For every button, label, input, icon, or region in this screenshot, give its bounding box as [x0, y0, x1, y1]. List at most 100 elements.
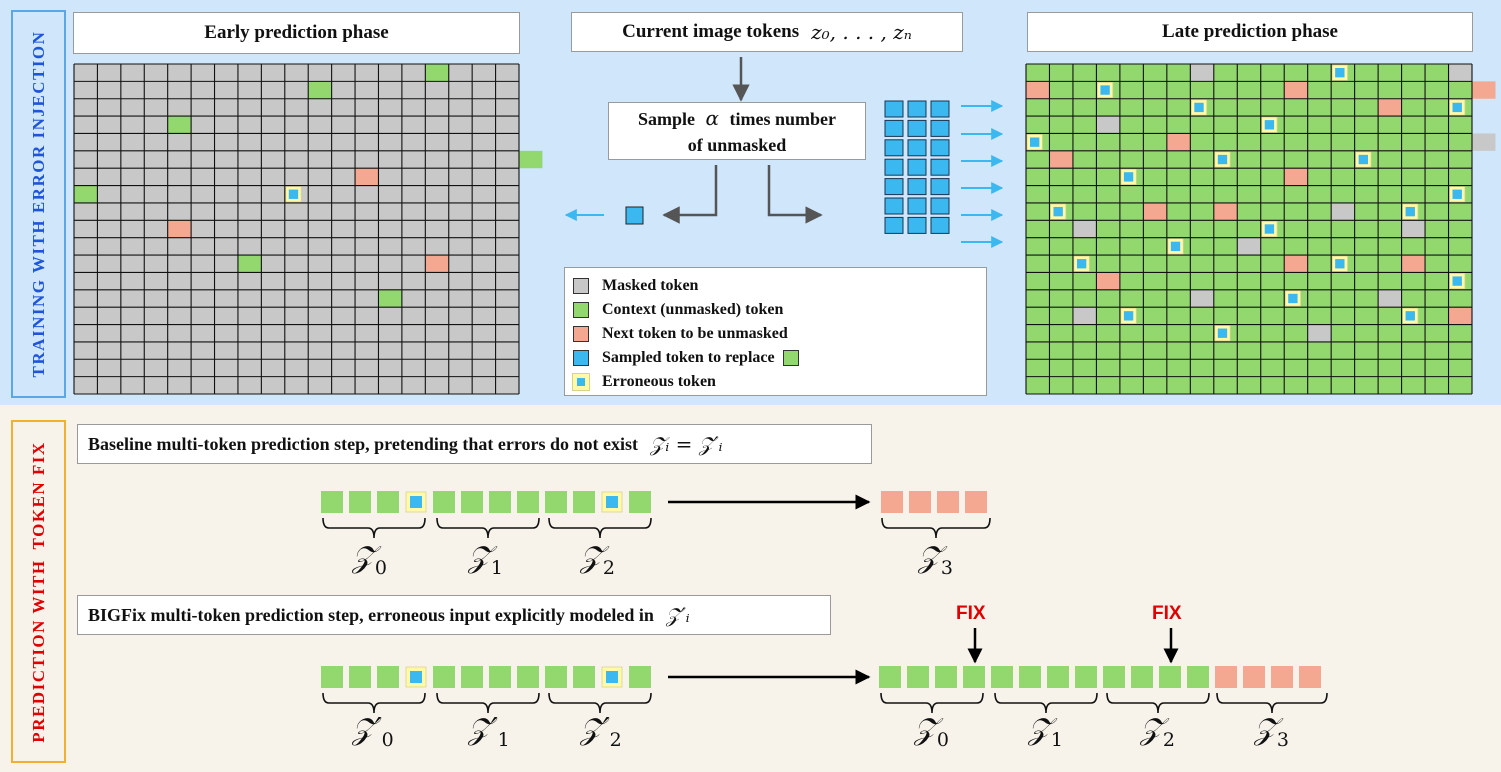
grid-erroneous-token-core [1123, 311, 1134, 321]
masked-swatch [573, 278, 589, 294]
grid-background [74, 64, 519, 394]
context-swatch [573, 302, 589, 318]
grid-next-token [1401, 255, 1426, 273]
blue-arrows-right [961, 100, 1004, 248]
baseline-input-token-erroneous-core [606, 496, 618, 508]
grid-masked-token [1448, 64, 1472, 82]
stacked-sampled-token [930, 178, 950, 196]
baseline-output-token [881, 491, 903, 513]
early-phase-title: Early prediction phase [73, 12, 520, 54]
grid-erroneous-token-core [1264, 224, 1275, 234]
grid-erroneous-token-core [1100, 85, 1110, 95]
stacked-sampled-token [884, 100, 904, 118]
baseline-input-token [377, 491, 399, 513]
legend-item-sampled: Sampled token to replace [573, 348, 799, 368]
right-branch-arrow [767, 165, 823, 224]
baseline-brace [548, 517, 652, 539]
grid-context-token [74, 185, 98, 203]
grid-erroneous-token-core [1217, 328, 1228, 338]
bigfix-fixed-token [935, 666, 957, 688]
bigfix-fixed-token [879, 666, 901, 688]
grid-next-token [1213, 202, 1238, 221]
bigfix-zp1: 𝒵′1 [468, 712, 510, 751]
grid-erroneous-token-core [1358, 154, 1368, 165]
grid-next-token [1096, 272, 1120, 290]
grid-masked-token [1072, 220, 1097, 238]
bigfix-fixed-token [963, 666, 985, 688]
bigfix-output-brace [1106, 692, 1210, 714]
grid-next-token [355, 168, 379, 186]
bigfix-output-brace [880, 692, 984, 714]
fix-label-1: FIX [956, 603, 986, 624]
baseline-output-token [965, 491, 987, 513]
grid-erroneous-token-core [1217, 154, 1228, 165]
stacked-sampled-token [884, 197, 904, 215]
token-rows [321, 491, 1321, 688]
legend-label-erroneous: Erroneous token [602, 373, 716, 390]
grid-next-token [1284, 255, 1308, 273]
bigfix-fixed-token [1019, 666, 1041, 688]
grid-next-token [1284, 81, 1308, 99]
bigfix-input-token [461, 666, 483, 688]
bigfix-output-token [1215, 666, 1237, 688]
baseline-output-token [909, 491, 931, 513]
bigfix-fixed-token [1047, 666, 1069, 688]
stacked-sampled-token [930, 100, 950, 118]
grid-next-token [1378, 98, 1402, 117]
baseline-z2: 𝒵2 [580, 540, 615, 579]
bigfix-z2: 𝒵2 [1140, 712, 1175, 751]
stacked-sampled-token [907, 158, 927, 176]
bigfix-output-brace [1216, 692, 1328, 714]
stacked-sampled-token [884, 139, 904, 157]
baseline-brace [881, 517, 991, 539]
bigfix-input-token-erroneous-core [606, 671, 618, 683]
fix-label-2: FIX [1152, 603, 1182, 624]
late-phase-title: Late prediction phase [1027, 12, 1473, 52]
baseline-input-token [461, 491, 483, 513]
grid-erroneous-token-core [1194, 102, 1204, 113]
erroneous-swatch [572, 373, 590, 391]
stacked-sampled-token [907, 139, 927, 157]
bigfix-output-token [1299, 666, 1321, 688]
grid-erroneous-token-core [1335, 259, 1345, 269]
grid-masked-token [1307, 324, 1332, 342]
grid-next-token [1049, 150, 1073, 169]
grid-masked-token [1401, 220, 1426, 238]
baseline-z1: 𝒵1 [468, 540, 503, 579]
baseline-input-token [629, 491, 651, 513]
stacked-sampled-token [930, 197, 950, 215]
grid-erroneous-token-core [1405, 206, 1415, 217]
baseline-z0: 𝒵0 [352, 540, 387, 579]
grid-erroneous-token-core [1452, 276, 1462, 286]
legend-label-masked: Masked token [602, 277, 699, 294]
grid-masked-token [1096, 116, 1120, 134]
bigfix-z3: 𝒵3 [1254, 712, 1289, 751]
bigfix-input-token [517, 666, 539, 688]
sampled-stack [884, 100, 950, 234]
legend-item-next: Next token to be unmasked [573, 324, 788, 344]
grid-masked-token [1378, 289, 1402, 308]
grid-context-token [378, 289, 402, 308]
bigfix-fixed-token [991, 666, 1013, 688]
grid-masked-token [1190, 64, 1214, 82]
stacked-sampled-token [930, 216, 950, 234]
baseline-input-token [321, 491, 343, 513]
baseline-input-token-erroneous-core [410, 496, 422, 508]
stacked-sampled-token [884, 178, 904, 196]
stacked-sampled-token [884, 158, 904, 176]
grid-erroneous-token-core [288, 189, 299, 199]
baseline-input-token [517, 491, 539, 513]
stacked-sampled-token [907, 197, 927, 215]
stacked-sampled-token [907, 216, 927, 234]
legend-item-masked: Masked token [573, 276, 698, 296]
sample-line-2: of unmasked [687, 134, 787, 155]
braces [322, 517, 1328, 714]
next-swatch [573, 326, 589, 342]
bigfix-output-brace [994, 692, 1098, 714]
bigfix-input-brace [322, 692, 426, 714]
legend: Masked token Context (unmasked) token Ne… [564, 267, 987, 396]
left-branch-arrow [662, 165, 718, 224]
grid-masked-token [1190, 289, 1214, 308]
stacked-sampled-token [884, 119, 904, 137]
sampled-swatch [573, 350, 589, 366]
